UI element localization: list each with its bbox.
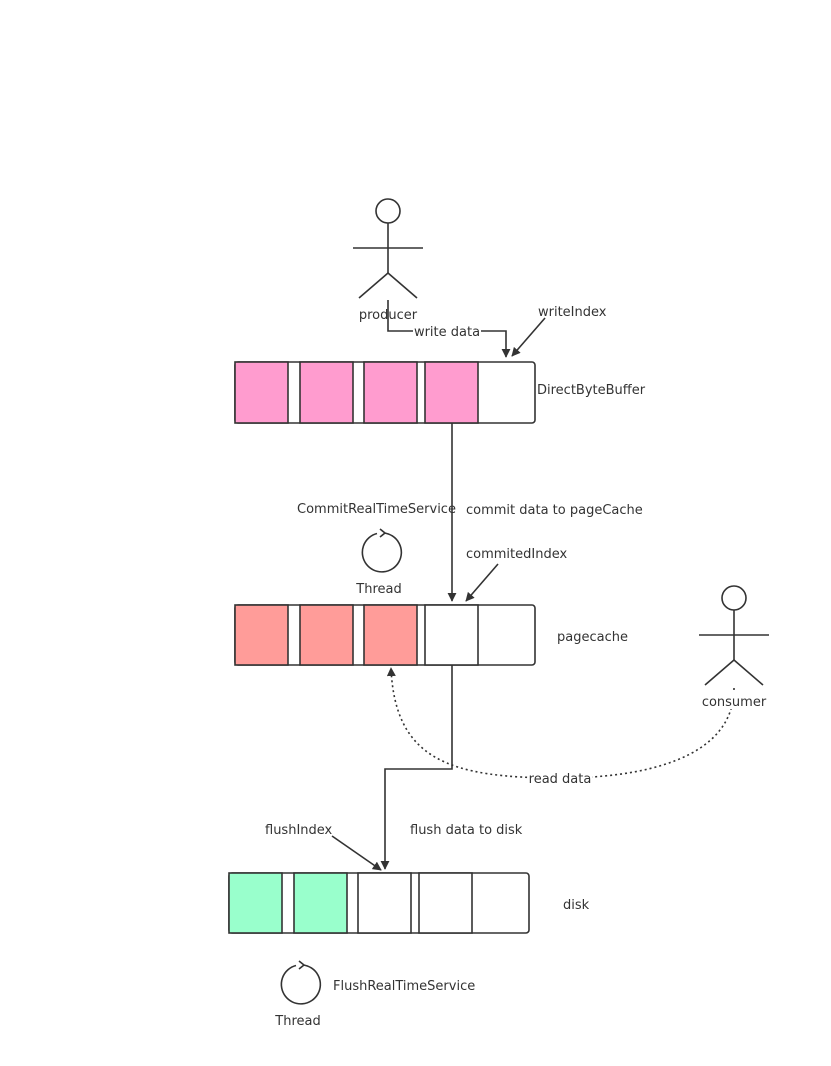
disk-cell bbox=[293, 872, 348, 934]
pagecache-cell bbox=[299, 604, 354, 666]
write-index-label: writeIndex bbox=[538, 305, 607, 320]
consumer-label: consumer bbox=[702, 695, 767, 710]
pagecache-cell bbox=[424, 604, 479, 666]
commited-index-label: commitedIndex bbox=[466, 547, 567, 562]
buffer-cell bbox=[424, 361, 479, 424]
commit-thread-label: Thread bbox=[355, 582, 401, 597]
pagecache-cell bbox=[234, 604, 289, 666]
flush-thread-label: Thread bbox=[274, 1014, 320, 1029]
commit-service-label: CommitRealTimeService bbox=[297, 502, 456, 517]
disk-label: disk bbox=[563, 898, 590, 913]
producer-actor bbox=[353, 198, 423, 299]
direct-byte-buffer bbox=[234, 361, 536, 424]
buffer-cell bbox=[299, 361, 354, 424]
pagecache-label: pagecache bbox=[557, 630, 628, 645]
write-index-arrow bbox=[511, 317, 546, 357]
commit-data-label: commit data to pageCache bbox=[466, 503, 643, 518]
disk-cell bbox=[357, 872, 412, 934]
read-data-edge bbox=[386, 667, 735, 779]
flush-data-edge bbox=[380, 665, 453, 870]
disk-cell bbox=[418, 872, 473, 934]
commited-index-arrow bbox=[465, 563, 499, 602]
direct-byte-buffer-label: DirectByteBuffer bbox=[537, 383, 646, 398]
read-data-label: read data bbox=[529, 772, 592, 787]
flush-service-label: FlushRealTimeService bbox=[333, 979, 475, 994]
buffer-cell bbox=[363, 361, 418, 424]
pagecache-cell bbox=[363, 604, 418, 666]
disk-buffer bbox=[228, 872, 530, 934]
flush-data-label: flush data to disk bbox=[410, 823, 523, 838]
disk-cell bbox=[228, 872, 283, 934]
write-data-label: write data bbox=[414, 325, 480, 340]
pagecache-buffer bbox=[234, 604, 536, 666]
cycle-icon bbox=[361, 528, 403, 573]
flush-index-label: flushIndex bbox=[265, 823, 333, 838]
consumer-actor bbox=[699, 585, 769, 686]
buffer-cell bbox=[234, 361, 289, 424]
flush-index-arrow bbox=[331, 835, 382, 871]
cycle-icon bbox=[280, 960, 322, 1005]
